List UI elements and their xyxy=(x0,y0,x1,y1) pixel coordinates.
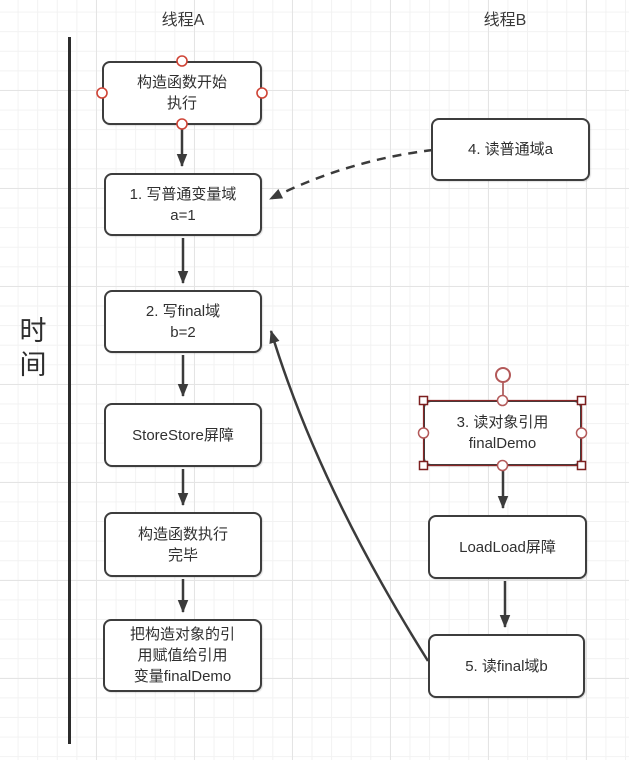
rotation-handle[interactable] xyxy=(496,368,510,382)
resize-handle-s[interactable] xyxy=(498,461,508,471)
connection-point-top[interactable] xyxy=(177,56,187,66)
node-loadload-barrier[interactable]: LoadLoad屏障 xyxy=(428,515,587,579)
selection-frame-b2 xyxy=(419,368,587,471)
node-write-normal-field[interactable]: 1. 写普通变量域 a=1 xyxy=(104,173,262,236)
resize-handle-e[interactable] xyxy=(577,428,587,438)
node-storestore-barrier[interactable]: StoreStore屏障 xyxy=(104,403,262,467)
resize-handle-w[interactable] xyxy=(419,428,429,438)
connection-points-a1 xyxy=(97,56,267,129)
node-read-final-field[interactable]: 5. 读final域b xyxy=(428,634,585,698)
resize-handle-n[interactable] xyxy=(498,396,508,406)
resize-handle-sw[interactable] xyxy=(420,462,428,470)
resize-handle-nw[interactable] xyxy=(420,397,428,405)
edge-b4-a3-curved[interactable] xyxy=(269,330,428,661)
connection-point-bottom[interactable] xyxy=(177,119,187,129)
connection-point-left[interactable] xyxy=(97,88,107,98)
selection-outline xyxy=(424,401,582,466)
time-axis-line[interactable] xyxy=(68,37,71,744)
connection-point-right[interactable] xyxy=(257,88,267,98)
node-write-final-field[interactable]: 2. 写final域 b=2 xyxy=(104,290,262,353)
lane-title-thread-a[interactable]: 线程A xyxy=(161,12,205,29)
node-read-object-reference[interactable]: 3. 读对象引用 finalDemo xyxy=(423,400,582,466)
edge-b1-a2-dashed[interactable] xyxy=(269,150,433,199)
node-assign-reference[interactable]: 把构造对象的引 用赋值给引用 变量finalDemo xyxy=(103,619,262,692)
resize-handle-se[interactable] xyxy=(578,462,586,470)
time-axis-label[interactable]: 时 间 xyxy=(19,316,47,380)
node-read-normal-field[interactable]: 4. 读普通域a xyxy=(431,118,590,181)
resize-handle-ne[interactable] xyxy=(578,397,586,405)
node-constructor-done[interactable]: 构造函数执行 完毕 xyxy=(104,512,262,577)
lane-title-thread-b[interactable]: 线程B xyxy=(483,12,527,29)
